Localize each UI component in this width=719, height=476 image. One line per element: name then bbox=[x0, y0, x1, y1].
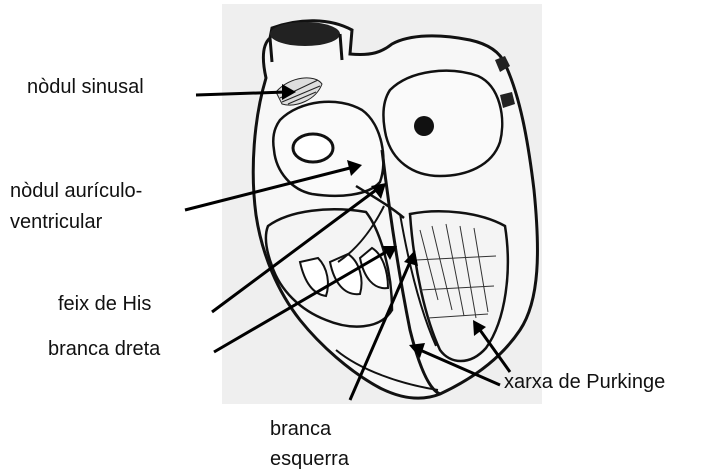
label-left-branch-line2: esquerra bbox=[270, 446, 349, 473]
label-sinus-node: nòdul sinusal bbox=[27, 74, 144, 101]
label-left-branch-line1: branca bbox=[270, 416, 331, 443]
aorta-opening bbox=[270, 22, 340, 46]
pulmonary-opening bbox=[414, 116, 434, 136]
label-right-branch: branca dreta bbox=[48, 336, 160, 363]
label-av-node-line1: nòdul aurículo- bbox=[10, 178, 142, 205]
label-purkinje: xarxa de Purkinge bbox=[504, 369, 665, 396]
left-atrium bbox=[383, 71, 502, 176]
label-his-bundle: feix de His bbox=[58, 291, 151, 318]
tricuspid-ring bbox=[293, 134, 333, 162]
label-av-node-line2: ventricular bbox=[10, 209, 102, 236]
